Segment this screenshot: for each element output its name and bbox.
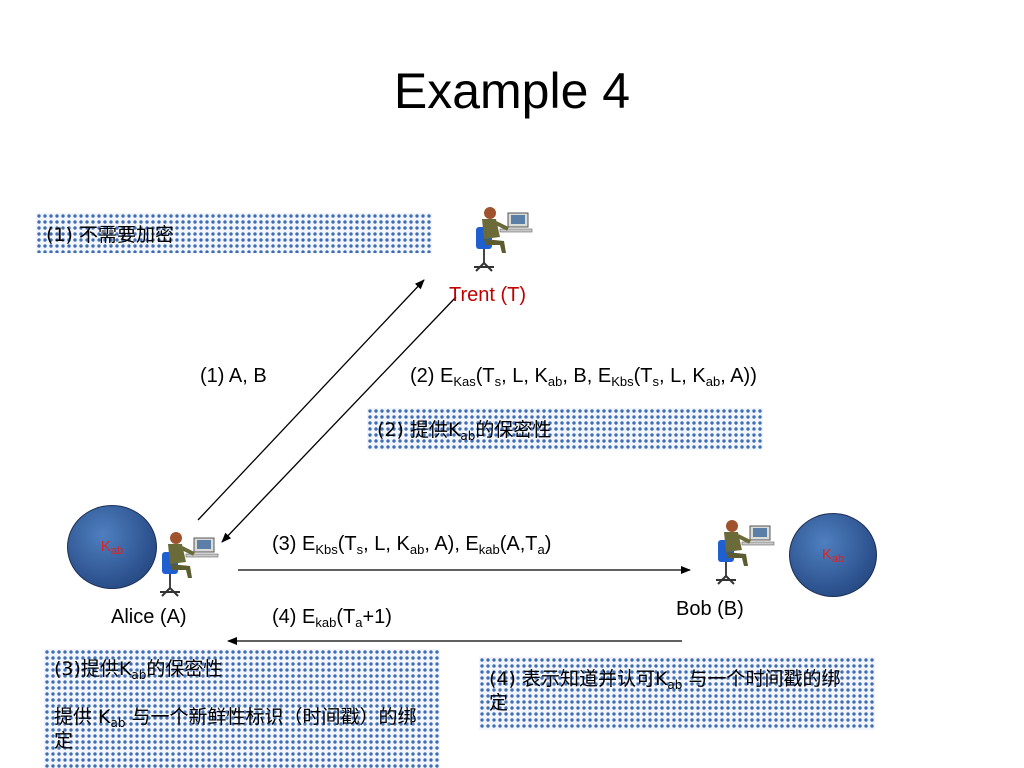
alice-key-circle: Kab — [67, 505, 157, 589]
alice-key-label: K — [100, 538, 111, 555]
alice-person-icon — [160, 532, 219, 597]
note-4-text: (4) 表示知道并认可Kab 与一个时间戳的绑定 — [489, 668, 841, 714]
message-1-label: (1) A, B — [200, 365, 267, 387]
arrow-1-alice-to-trent — [197, 279, 425, 521]
bob-label: Bob (B) — [676, 598, 744, 620]
bob-person-icon — [716, 520, 775, 585]
note-1: (1) 不需要加密 — [36, 213, 432, 253]
slide-title: Example 4 — [393, 63, 631, 119]
alice-label: Alice (A) — [111, 606, 187, 628]
note-1-text: (1) 不需要加密 — [46, 224, 174, 246]
note-3-line-2: 提供 Kab 与一个新鲜性标识（时间戳）的绑定 — [54, 706, 417, 752]
note-2-text: (2) 提供Kab的保密性 — [377, 419, 552, 443]
note-2: (2) 提供Kab的保密性 — [367, 408, 763, 450]
note-3: (3)提供Kab的保密性 提供 Kab 与一个新鲜性标识（时间戳）的绑定 — [44, 649, 440, 768]
trent-person-icon — [474, 207, 533, 272]
note-3-line-1: (3)提供Kab的保密性 — [54, 658, 223, 682]
message-4-label: (4) Ekab(Ta+1) — [272, 606, 392, 630]
trent-label: Trent (T) — [449, 284, 527, 306]
note-4: (4) 表示知道并认可Kab 与一个时间戳的绑定 — [479, 657, 875, 730]
message-3-label: (3) EKbs(Ts, L, Kab, A), Ekab(A,Ta) — [272, 533, 552, 557]
message-2-label: (2) EKas(Ts, L, Kab, B, EKbs(Ts, L, Kab,… — [410, 365, 757, 389]
arrow-2-trent-to-alice — [221, 296, 457, 543]
bob-key-label: K — [821, 546, 832, 563]
bob-key-circle: Kab — [789, 513, 877, 597]
